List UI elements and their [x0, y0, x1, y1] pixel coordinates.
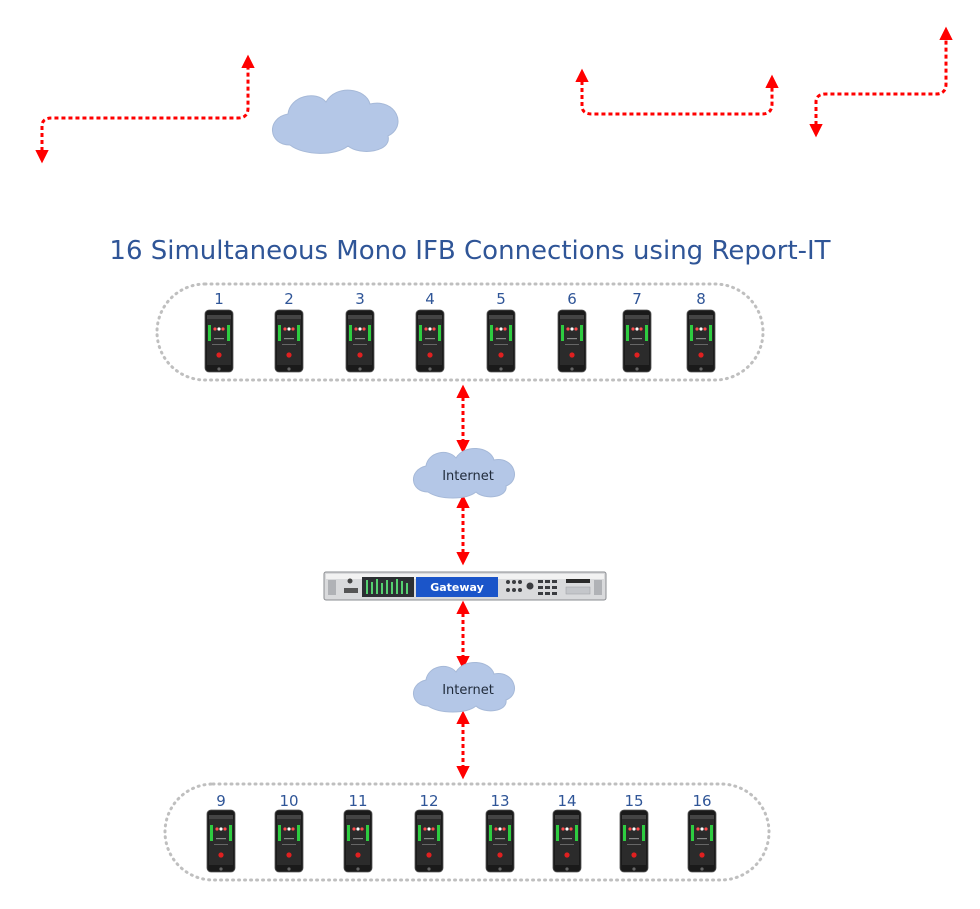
phone-11 — [343, 809, 373, 873]
cloud-label: Internet — [442, 683, 494, 698]
smartphone-icon — [687, 809, 717, 873]
phone-number-label: 10 — [279, 792, 298, 810]
phone-group-bottom: 9 10 11 12 13 14 15 16 — [163, 782, 771, 882]
phone-14 — [552, 809, 582, 873]
smartphone-icon — [552, 809, 582, 873]
cloud-label: Internet — [442, 469, 494, 484]
phone-7 — [622, 309, 652, 373]
phone-number-label: 12 — [419, 792, 438, 810]
phone-1 — [204, 309, 234, 373]
gateway-device: Gateway — [323, 571, 607, 601]
phone-16 — [687, 809, 717, 873]
smartphone-icon — [619, 809, 649, 873]
dotted-border-bottom — [163, 782, 771, 882]
phone-4 — [415, 309, 445, 373]
smartphone-icon — [686, 309, 716, 373]
phone-number-label: 14 — [557, 792, 576, 810]
smartphone-icon — [485, 809, 515, 873]
stray-arrow-3 — [809, 26, 953, 138]
smartphone-icon — [486, 309, 516, 373]
phone-number-label: 16 — [692, 792, 711, 810]
codec-unit-icon: Gateway — [323, 571, 607, 601]
phone-15 — [619, 809, 649, 873]
gateway-display-text: Gateway — [430, 581, 484, 594]
phone-number-label: 6 — [567, 290, 577, 308]
phone-2 — [274, 309, 304, 373]
phone-number-label: 15 — [624, 792, 643, 810]
cloud-icon — [272, 89, 399, 154]
smartphone-icon — [345, 309, 375, 373]
phone-6 — [557, 309, 587, 373]
phone-13 — [485, 809, 515, 873]
phone-3 — [345, 309, 375, 373]
phone-9 — [206, 809, 236, 873]
phone-number-label: 13 — [490, 792, 509, 810]
phone-number-label: 8 — [696, 290, 706, 308]
internet-cloud-top: Internet — [413, 448, 516, 499]
stray-arrow-2 — [575, 68, 779, 116]
smartphone-icon — [274, 309, 304, 373]
phone-5 — [486, 309, 516, 373]
phone-8 — [686, 309, 716, 373]
cloud-icon — [413, 662, 516, 713]
cloud-icon — [413, 448, 516, 499]
smartphone-icon — [274, 809, 304, 873]
smartphone-icon — [343, 809, 373, 873]
phone-number-label: 7 — [632, 290, 642, 308]
smartphone-icon — [414, 809, 444, 873]
phone-number-label: 9 — [216, 792, 226, 810]
internet-cloud-bottom: Internet — [413, 662, 516, 713]
smartphone-icon — [415, 309, 445, 373]
phone-12 — [414, 809, 444, 873]
phone-number-label: 11 — [348, 792, 367, 810]
phone-number-label: 3 — [355, 290, 365, 308]
dotted-border-top — [155, 282, 765, 382]
phone-10 — [274, 809, 304, 873]
phone-number-label: 5 — [496, 290, 506, 308]
diagram-title: 16 Simultaneous Mono IFB Connections usi… — [109, 236, 831, 266]
phone-number-label: 2 — [284, 290, 294, 308]
smartphone-icon — [206, 809, 236, 873]
phone-number-label: 4 — [425, 290, 435, 308]
smartphone-icon — [622, 309, 652, 373]
phone-group-top: 1 2 3 4 5 6 7 8 — [155, 282, 765, 382]
stray-arrow-1 — [35, 54, 255, 164]
smartphone-icon — [204, 309, 234, 373]
smartphone-icon — [557, 309, 587, 373]
phone-number-label: 1 — [214, 290, 224, 308]
